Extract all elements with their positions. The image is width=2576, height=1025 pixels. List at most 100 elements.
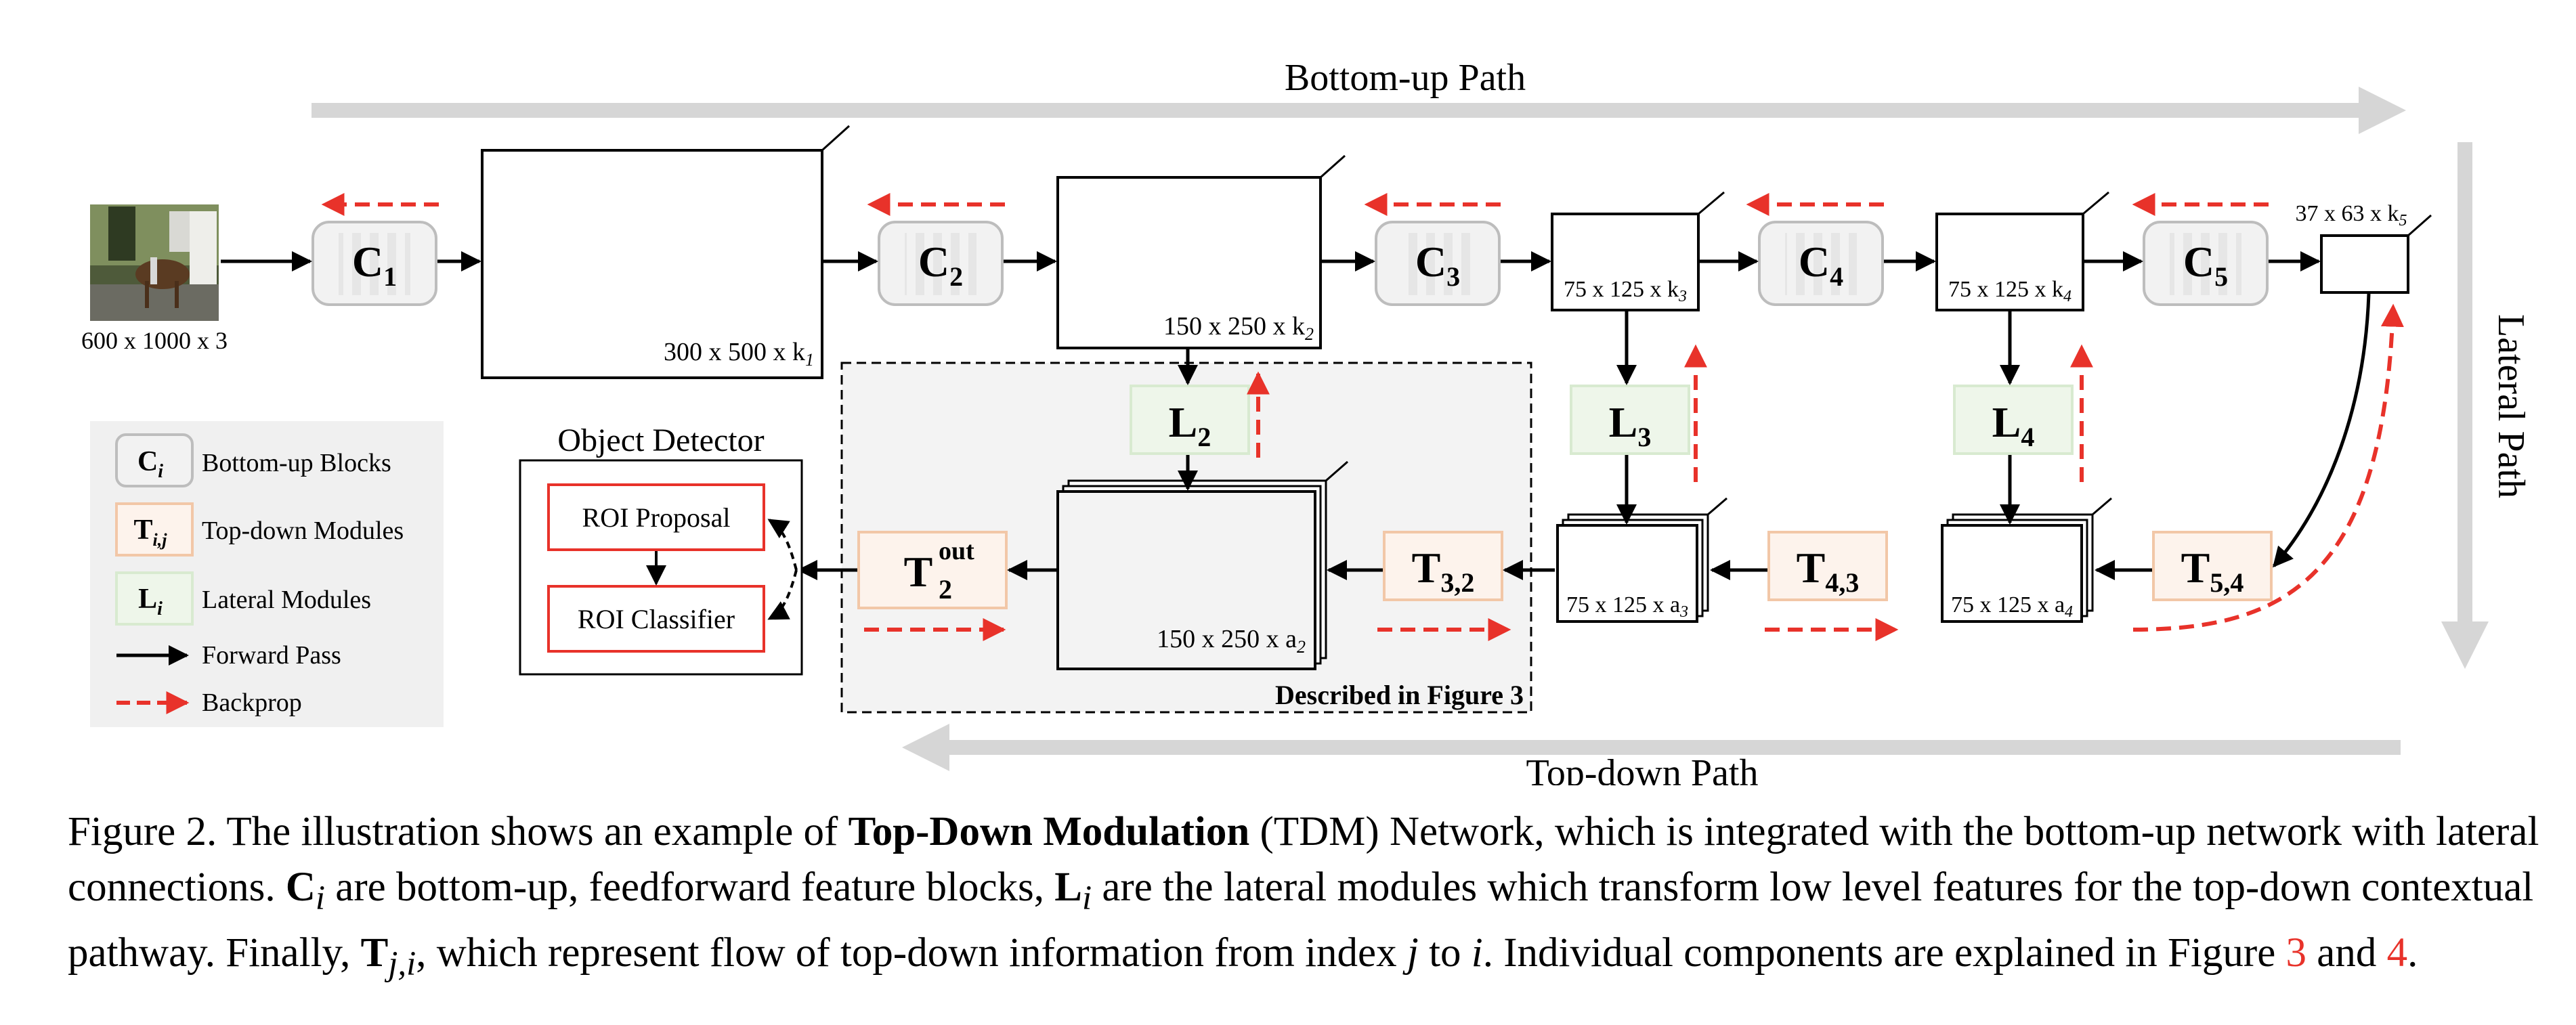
svg-text:C3: C3 [1415, 238, 1460, 292]
caption-index-i: i [1471, 930, 1483, 976]
caption-c-symbol: C [285, 865, 316, 910]
feature-map-3-label: 75 x 125 x k [1564, 277, 1679, 302]
svg-text:L4: L4 [1992, 398, 2035, 452]
legend-item-l: Li Lateral Modules [115, 571, 371, 626]
legend: Ci Bottom-up Blocks Ti,j Top-down Module… [90, 421, 444, 727]
caption-part-8: and [2306, 930, 2387, 976]
feature-map-2-sub: 2 [1305, 324, 1314, 344]
object-detector: Object Detector ROI Proposal ROI Classif… [519, 422, 803, 676]
lateral-module-4-symbol: L [1992, 398, 2021, 446]
feature-map-1: 300 x 500 x k1 [481, 125, 851, 379]
legend-t-sub: i,j [153, 530, 168, 550]
legend-c-sub: i [158, 461, 163, 482]
top-down-feature-a4-sub: 4 [2065, 603, 2073, 621]
svg-text:T4,3: T4,3 [1797, 544, 1860, 598]
input-image [90, 204, 219, 321]
bottom-up-path: Bottom-up Path [312, 57, 2406, 134]
caption-ref-figure-3[interactable]: 3 [2285, 930, 2307, 976]
feature-map-3-sub: 3 [1678, 288, 1687, 305]
tdm-network-diagram: Bottom-up Path Lateral Path Top-down Pat… [81, 57, 2532, 785]
c-block-3-sub: 3 [1446, 261, 1460, 292]
feature-map-4-label: 75 x 125 x k [1948, 277, 2063, 302]
top-down-module-4-3-sub: 4,3 [1825, 567, 1859, 598]
svg-text:L2: L2 [1169, 398, 1211, 452]
top-down-feature-a2-label: 150 x 250 x a [1157, 625, 1297, 653]
top-down-module-4-3-symbol: T [1797, 544, 1826, 592]
caption-part-1: Figure 2. The illustration shows an exam… [68, 809, 849, 854]
top-down-module-out-2-symbol: T [904, 548, 933, 596]
lateral-module-4: L4 [1953, 385, 2074, 455]
feature-map-4-sub: 4 [2063, 288, 2071, 305]
caption-t-sub: j,i [388, 944, 416, 983]
top-down-feature-a3: 75 x 125 x a3 [1556, 497, 1727, 623]
top-down-feature-a2-sub: 2 [1297, 637, 1306, 657]
legend-item-backprop: Backprop [116, 689, 302, 717]
c-block-3: C3 [1375, 221, 1501, 306]
svg-text:Ti,j: Ti,j [134, 515, 168, 550]
top-down-path-label: Top-down Path [1526, 752, 1759, 785]
c-block-5-symbol: C [2183, 238, 2214, 286]
top-down-module-out-2-sup: out [939, 537, 974, 565]
c-block-1-symbol: C [352, 238, 383, 286]
c-block-2-sub: 2 [949, 261, 963, 292]
lateral-module-2: L2 [1130, 385, 1250, 455]
top-down-module-3-2-sub: 3,2 [1440, 567, 1474, 598]
top-down-module-out-2: T out 2 [857, 531, 1008, 609]
backprop-arrows-lower [864, 303, 2404, 641]
svg-text:C4: C4 [1799, 238, 1843, 292]
object-detector-title: Object Detector [557, 422, 764, 458]
top-down-feature-a3-sub: 3 [1679, 603, 1688, 621]
c-block-5-sub: 5 [2214, 261, 2228, 292]
lateral-module-3-sub: 3 [1637, 422, 1651, 452]
top-down-feature-a4: 75 x 125 x a4 [1941, 497, 2112, 623]
caption-part-6: to [1418, 930, 1472, 976]
c-block-2: C2 [878, 221, 1004, 306]
caption-l-sub: i [1081, 879, 1092, 917]
legend-t-symbol: T [134, 515, 153, 546]
legend-t-label: Top-down Modules [202, 517, 404, 545]
top-down-module-5-4: T5,4 [2152, 531, 2273, 601]
top-down-module-4-3: T4,3 [1767, 531, 1888, 601]
caption-l-symbol: L [1054, 865, 1082, 910]
legend-item-t: Ti,j Top-down Modules [115, 502, 404, 557]
top-down-module-3-2: T3,2 [1383, 531, 1503, 601]
svg-text:150 x 250 x a2: 150 x 250 x a2 [1157, 625, 1306, 657]
top-down-path: Top-down Path [902, 724, 2401, 785]
feature-map-1-label: 300 x 500 x k [664, 338, 805, 366]
legend-item-c: Ci Bottom-up Blocks [115, 433, 391, 487]
lateral-module-2-symbol: L [1169, 398, 1198, 446]
svg-text:Ci: Ci [137, 446, 163, 482]
svg-text:T: T [904, 548, 933, 596]
dashed-region-label: Described in Figure 3 [1275, 680, 1524, 710]
caption-part-4: are the lateral modules which transform … [68, 865, 2534, 976]
c-block-3-symbol: C [1415, 238, 1446, 286]
c-block-4-sub: 4 [1830, 261, 1843, 292]
legend-forward-label: Forward Pass [202, 641, 341, 670]
top-down-feature-a3-label: 75 x 125 x a [1566, 592, 1680, 617]
feature-map-2-label: 150 x 250 x k [1163, 312, 1305, 341]
caption-ref-figure-4[interactable]: 4 [2386, 930, 2408, 976]
legend-backprop-label: Backprop [202, 689, 302, 717]
caption-part-5: , which represent flow of top-down infor… [416, 930, 1407, 976]
caption-bold-tdm: Top-Down Modulation [848, 809, 1250, 854]
svg-text:T3,2: T3,2 [1412, 544, 1475, 598]
top-down-feature-a4-label: 75 x 125 x a [1951, 592, 2065, 617]
caption-index-j: j [1407, 930, 1419, 976]
feature-map-1-sub: 1 [805, 350, 814, 370]
svg-text:L3: L3 [1609, 398, 1652, 452]
lateral-module-4-sub: 4 [2021, 422, 2034, 452]
feature-map-5-label: 37 x 63 x k [2296, 201, 2399, 226]
caption-part-9: . [2407, 930, 2418, 976]
roi-classifier-label: ROI Classifier [578, 604, 735, 634]
svg-text:75 x 125 x a3: 75 x 125 x a3 [1566, 592, 1688, 621]
caption-part-3: are bottom-up, feedforward feature block… [325, 865, 1055, 910]
top-down-module-5-4-symbol: T [2181, 544, 2210, 592]
c-block-4: C4 [1758, 221, 1884, 306]
legend-l-symbol: L [138, 584, 157, 615]
top-down-feature-a2: 150 x 250 x a2 [1056, 460, 1348, 670]
legend-l-sub: i [157, 598, 163, 619]
c-block-5: C5 [2143, 221, 2269, 306]
c-block-1-sub: 1 [383, 261, 397, 292]
legend-c-label: Bottom-up Blocks [202, 449, 391, 477]
top-down-module-3-2-symbol: T [1412, 544, 1441, 592]
